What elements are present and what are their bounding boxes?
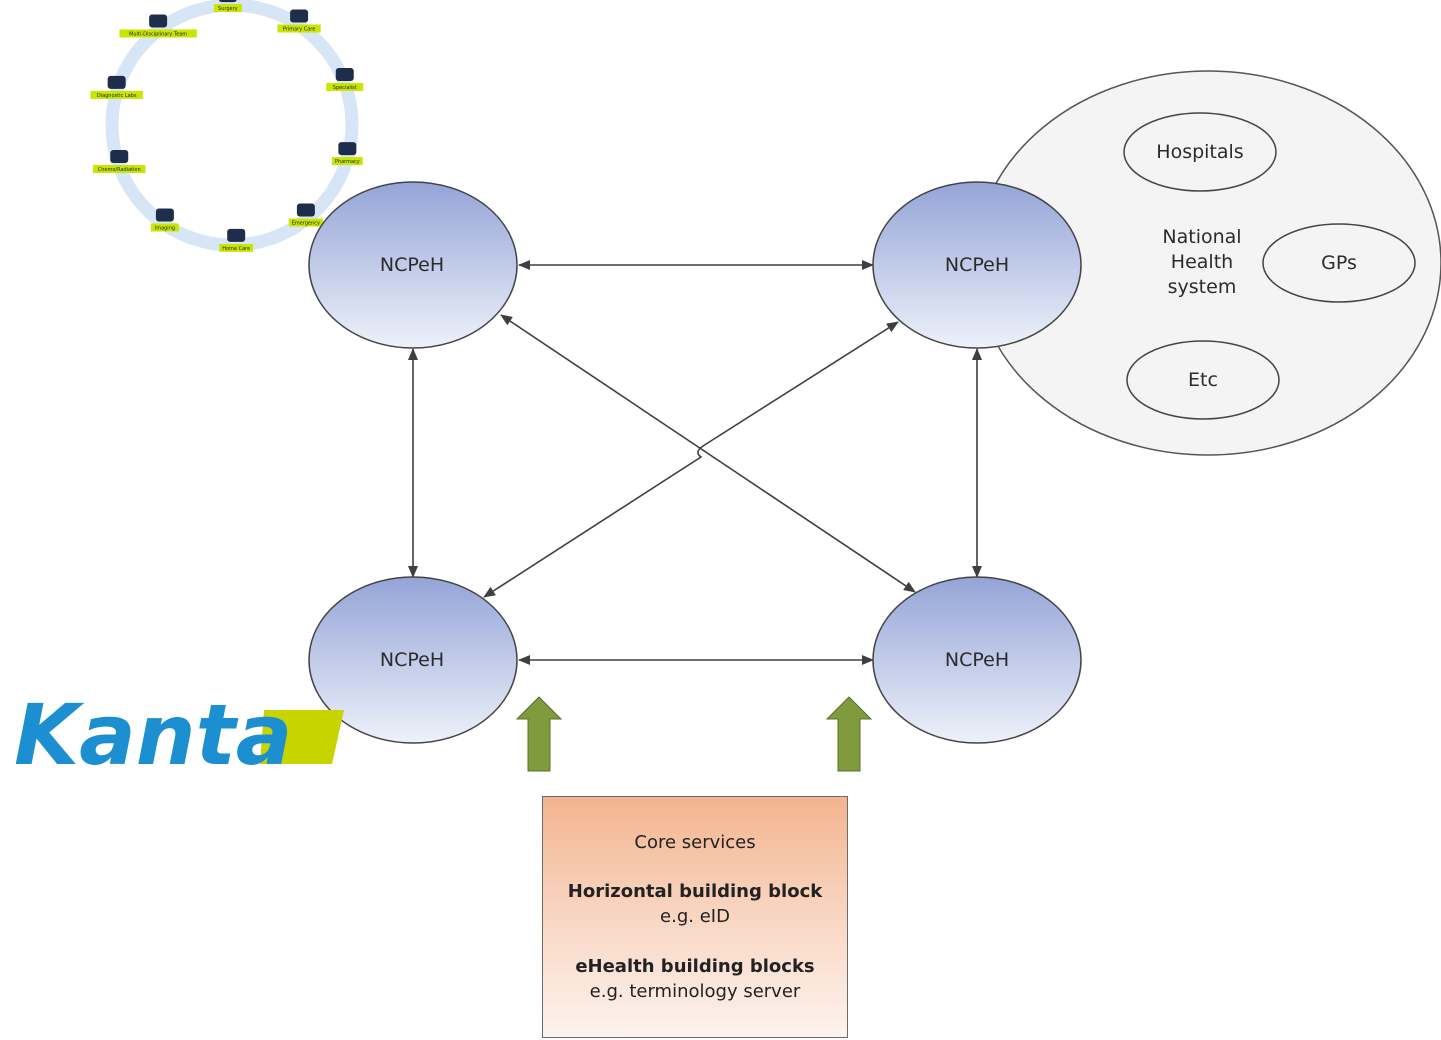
care-cycle-item: Emergency [288,203,323,227]
care-cycle-label-background [92,165,146,174]
care-cycle-label-background [331,157,363,166]
care-cycle-item: Diagnostic Labs [90,75,143,99]
ncpeh-label: NCPeH [380,254,444,276]
care-cycle-label-background [326,82,364,91]
national-label-line1: National [1162,226,1241,248]
ncpeh-node-bottom-left: NCPeH [308,576,518,744]
hospitals-label: Hospitals [1156,141,1243,163]
care-cycle-label: Emergency [292,221,320,227]
care-cycle-item: Home Care [219,228,254,252]
national-label-line2: Health [1171,251,1233,273]
care-cycle-item: Primary Care [277,9,321,33]
kanta-logo-accent [260,710,344,764]
care-cycle-item: Chemo/Radiation [92,150,146,174]
kanta-logo: Kanta [14,688,344,778]
etc-label: Etc [1188,369,1218,391]
ncpeh-node-top-right: NCPeH [872,181,1082,349]
gps-label: GPs [1321,252,1357,274]
care-cycle-item: Specialist [326,67,364,91]
core-services-box: Core services Horizontal building block … [542,796,848,1038]
kanta-logo-text: Kanta [14,688,292,778]
care-cycle-label-background [90,90,143,99]
care-cycle-item: Multi-Disciplinary Team [119,14,197,38]
gps-ellipse [1262,223,1416,303]
care-cycle-label: Specialist [333,85,357,91]
care-cycle-label: Imaging [155,225,175,231]
arrow-diagonal-down-right [500,314,916,593]
care-cycle-label-background [213,4,242,13]
care-cycle-icon [155,208,174,222]
up-arrow-right [825,696,873,772]
care-cycle-label: Primary Care [283,27,316,33]
etc-ellipse [1126,340,1280,420]
ncpeh-label: NCPeH [945,254,1009,276]
ehealth-building-blocks-heading: eHealth building blocks [575,956,815,977]
ncpeh-node-bottom-right: NCPeH [872,576,1082,744]
up-arrow-left [515,696,563,772]
horizontal-building-block-heading: Horizontal building block [567,881,823,902]
care-cycle-label: Chemo/Radiation [98,167,141,173]
care-cycle-icon [335,67,354,81]
care-cycle-icon [107,75,126,89]
care-cycle-label: Surgery [218,6,238,12]
ncpeh-node-top-left: NCPeH [308,181,518,349]
connectors [408,260,982,665]
care-cycle-label-background [119,29,197,38]
care-cycle-label-background [219,243,254,252]
care-cycle-item: Pharmacy [331,142,363,166]
care-cycle-label-background [288,218,323,227]
national-label-line3: system [1168,276,1237,298]
care-cycle-icon [110,150,129,164]
care-cycle-label: Pharmacy [335,159,360,165]
core-services-title: Core services [634,832,756,853]
care-cycle-icon [149,14,168,28]
care-cycle-label-background [150,223,179,232]
care-cycle-icon [338,142,357,156]
care-cycle-icon [218,0,237,3]
hospitals-ellipse [1123,112,1277,192]
ncpeh-label: NCPeH [945,649,1009,671]
care-cycle-label: Diagnostic Labs [97,93,137,99]
care-cycle-label-background [277,24,321,33]
care-cycle-item: Imaging [150,208,179,232]
care-cycle-icon [290,9,309,23]
ncpeh-label: NCPeH [380,649,444,671]
care-cycle-label: Home Care [222,246,250,252]
care-cycle-icon [296,203,315,217]
care-cycle-icon [227,228,246,242]
care-cycle-ring [105,0,359,252]
horizontal-building-block-example: e.g. eID [660,906,730,927]
care-cycle-label: Multi-Disciplinary Team [129,31,187,37]
care-cycle-item: Surgery [213,0,242,13]
arrow-diagonal-down-left [483,321,899,598]
ehealth-building-blocks-example: e.g. terminology server [589,981,801,1002]
